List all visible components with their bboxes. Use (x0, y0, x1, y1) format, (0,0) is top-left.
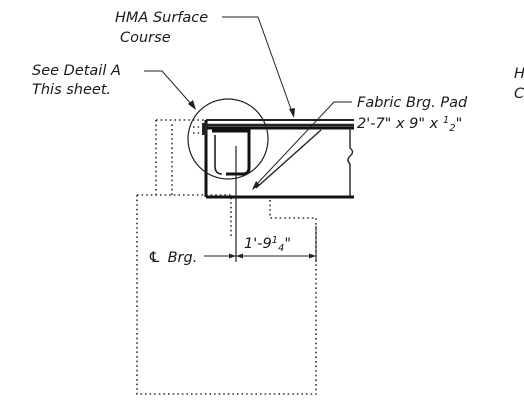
see-detail-label-line1: See Detail A (32, 63, 121, 79)
detail-a-circle (187, 98, 269, 180)
joint-block (193, 123, 207, 135)
fabric-pad-label-line2: 2'-7" x 9" x 12" (357, 115, 462, 134)
cutoff-text-top: H (514, 66, 524, 82)
dimension-bearing-offset (236, 226, 317, 262)
substructure-outline (136, 119, 317, 395)
dimension-label: 1'-914" (244, 235, 291, 254)
bearing-centerline-label: ℄ Brg. (148, 250, 197, 266)
hma-surface-label-line1: HMA Surface (115, 10, 208, 26)
hma-surface-label-line2: Course (120, 30, 171, 46)
beam (204, 119, 354, 199)
cutoff-text-bottom: C (514, 86, 524, 102)
see-detail-label-line2: This sheet. (32, 82, 111, 98)
fabric-pad-label-line1: Fabric Brg. Pad (357, 95, 468, 111)
